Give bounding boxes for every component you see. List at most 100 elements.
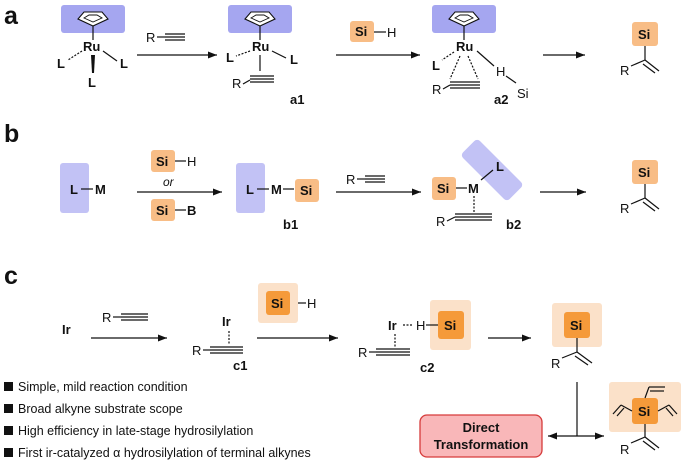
ligand-l: L: [290, 52, 298, 67]
feature-item: High efficiency in late-stage hydrosilyl…: [18, 424, 253, 438]
ligand-l: L: [120, 56, 128, 71]
si-atom: Si: [437, 181, 449, 196]
ligand-highlight-box: [236, 163, 265, 213]
intermediate-c2: Si Ir H R c2: [358, 300, 471, 375]
alkyne-r: R: [146, 30, 155, 45]
metal-m: M: [468, 181, 479, 196]
si-highlight-box: [350, 21, 374, 42]
silylborane-reagent: Si B: [151, 199, 196, 221]
label-c2: c2: [420, 360, 434, 375]
alkyne-r: R: [551, 356, 560, 371]
label-b2: b2: [506, 217, 521, 232]
ru-atom: Ru: [456, 39, 473, 54]
alkyne-r: R: [620, 201, 629, 216]
bullet-square-icon: [4, 404, 13, 413]
ru-complex-start: Ru L L L: [57, 5, 128, 90]
si-atom: Si: [271, 296, 283, 311]
metal-m: M: [95, 182, 106, 197]
alkyne-r: R: [620, 442, 629, 457]
ligand-l: L: [432, 58, 440, 73]
si-atom: Si: [156, 154, 168, 169]
boron-atom: B: [187, 203, 196, 218]
panel-c-letter: c: [4, 262, 18, 290]
silane-reagent: Si H: [258, 283, 316, 323]
feature-list: Simple, mild reaction condition Broad al…: [4, 380, 311, 460]
direct-line2: Transformation: [434, 437, 529, 452]
h-atom: H: [307, 296, 316, 311]
intermediate-b2: L M Si R b2: [432, 139, 523, 232]
label-c1: c1: [233, 358, 247, 373]
alkyne-r: R: [436, 214, 445, 229]
ligand-l: L: [88, 75, 96, 90]
si-atom: Si: [444, 318, 456, 333]
panel-b-letter: b: [4, 120, 19, 148]
label-a1: a1: [290, 92, 304, 107]
feature-item: Simple, mild reaction condition: [18, 380, 188, 394]
si-highlight-box: [632, 22, 658, 46]
ligand-l: L: [496, 159, 504, 174]
ligand-highlight-box: [461, 139, 523, 201]
alkyne-r: R: [232, 76, 241, 91]
product-c: Si R: [551, 303, 602, 371]
alkyne-r: R: [346, 172, 355, 187]
panel-a-letter: a: [4, 2, 19, 30]
ligand-l: L: [246, 182, 254, 197]
alkyne-reagent: R: [346, 172, 385, 187]
metal-m: M: [271, 182, 282, 197]
cp-ring-icon: [77, 11, 109, 27]
product-a: Si R: [620, 22, 660, 78]
ligand-l: L: [226, 50, 234, 65]
ru-atom: Ru: [252, 39, 269, 54]
direct-line1: Direct: [463, 420, 501, 435]
alkyne-r: R: [620, 63, 629, 78]
h-atom: H: [187, 154, 196, 169]
si-atom: Si: [517, 86, 529, 101]
product-b: Si R: [620, 160, 660, 216]
trivinylsilane-product: Si R: [609, 382, 681, 457]
si-atom: Si: [638, 165, 650, 180]
si-atom: Si: [300, 183, 312, 198]
si-atom: Si: [638, 404, 650, 419]
alkyne-reagent: R: [146, 30, 185, 45]
si-atom: Si: [570, 318, 582, 333]
ligand-highlight-box: [60, 163, 89, 213]
si-highlight-box: [266, 291, 290, 315]
cp-ring-icon: [448, 11, 480, 27]
silane-reagent: Si H: [350, 21, 396, 42]
si-highlight-box: [438, 311, 464, 339]
iridium-catalyst: Ir: [62, 322, 71, 337]
iridium-atom: Ir: [388, 318, 397, 333]
si-highlight-box: [151, 150, 175, 172]
silane-reagent: Si H: [151, 150, 196, 172]
bullet-square-icon: [4, 426, 13, 435]
si-highlight-box: [295, 179, 319, 202]
label-a2: a2: [494, 92, 508, 107]
intermediate-c1: Ir R c1: [192, 314, 247, 373]
metal-complex-lm: L M: [60, 163, 106, 213]
h-atom: H: [387, 25, 396, 40]
alkyne-r: R: [192, 343, 201, 358]
alkyne-r: R: [432, 82, 441, 97]
alkyne-r: R: [102, 310, 111, 325]
intermediate-b1: L M Si b1: [236, 163, 319, 232]
si-highlight-box: [151, 199, 175, 221]
or-label: or: [163, 175, 175, 189]
bullet-square-icon: [4, 382, 13, 391]
alkyne-reagent: R: [102, 310, 148, 325]
si-highlight-box: [632, 160, 658, 184]
ligand-l: L: [57, 56, 65, 71]
intermediate-a1: Ru L L R a1: [226, 5, 304, 107]
h-atom: H: [496, 64, 505, 79]
h-atom: H: [416, 318, 425, 333]
cp-ring-icon: [244, 11, 276, 27]
si-atom: Si: [355, 24, 367, 39]
alkyne-r: R: [358, 345, 367, 360]
si-highlight-box: [564, 312, 590, 338]
ligand-l: L: [70, 182, 78, 197]
feature-item: First ir-catalyzed α hydrosilylation of …: [18, 446, 311, 460]
ru-atom: Ru: [83, 39, 100, 54]
bullet-square-icon: [4, 448, 13, 457]
label-b1: b1: [283, 217, 298, 232]
intermediate-a2: Ru L H Si R a2: [432, 5, 529, 107]
